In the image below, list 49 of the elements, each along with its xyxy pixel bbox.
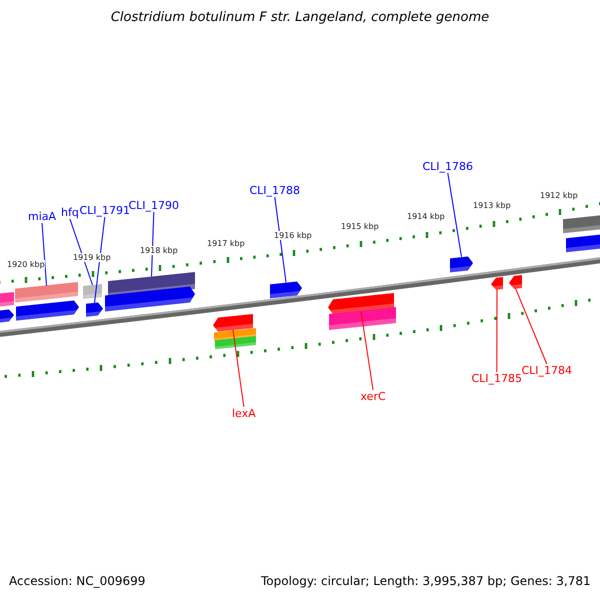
scale-label: 1917 kbp xyxy=(207,239,245,248)
gene-feature xyxy=(86,302,103,317)
footer-text: Topology: circular; Length: 3,995,387 bp; Genes: 3,781 xyxy=(261,574,591,588)
leader-line xyxy=(274,196,286,283)
gene-feature xyxy=(215,336,256,349)
leader-line xyxy=(360,311,374,390)
gene-label: CLI_1788 xyxy=(250,184,300,197)
gene-feature xyxy=(213,314,253,332)
leader-line xyxy=(515,288,548,364)
gene-feature xyxy=(328,293,394,315)
leader-line xyxy=(69,218,93,286)
scale-label: 1915 kbp xyxy=(341,222,379,231)
gene-label: hfq xyxy=(61,206,79,219)
gene-feature xyxy=(491,276,503,290)
title: Clostridium botulinum F str. Langeland, complete genome xyxy=(110,10,490,25)
scale-label: 1913 kbp xyxy=(473,201,511,210)
scale-label: 1912 kbp xyxy=(540,191,578,200)
gene-label: CLI_1790 xyxy=(128,199,180,212)
leader-line xyxy=(232,329,244,408)
gene-label: lexA xyxy=(232,407,256,420)
gene-feature xyxy=(0,292,14,306)
scale-label: 1916 kbp xyxy=(274,231,312,240)
gene-label: miaA xyxy=(28,210,56,223)
gene-feature xyxy=(83,284,102,299)
leader-line xyxy=(151,212,154,277)
gene-feature xyxy=(270,280,302,298)
leader-line xyxy=(94,216,106,304)
gene-feature xyxy=(563,214,600,233)
gene-feature xyxy=(0,308,14,323)
gene-feature xyxy=(450,256,473,272)
leader-line xyxy=(496,288,498,372)
gene-feature xyxy=(566,234,600,252)
gene-label: CLI_1786 xyxy=(422,160,474,173)
gene-feature xyxy=(15,282,78,303)
scale-label: 1918 kbp xyxy=(140,246,178,255)
gene-feature xyxy=(329,306,396,330)
footer-text: Accession: NC_009699 xyxy=(9,574,146,588)
scale-label: 1920 kbp xyxy=(7,260,45,269)
leader-line xyxy=(42,222,47,286)
gene-label: CLI_1785 xyxy=(472,372,522,385)
scale-label: 1919 kbp xyxy=(73,253,111,262)
gene-feature xyxy=(105,286,195,311)
gene-label: CLI_1784 xyxy=(522,364,572,377)
gene-label: xerC xyxy=(360,390,386,403)
scale-label: 1914 kbp xyxy=(407,212,445,221)
gene-feature xyxy=(509,274,522,289)
leader-line xyxy=(447,172,462,258)
gene-label: CLI_1791 xyxy=(80,204,130,217)
gene-feature xyxy=(16,300,79,321)
